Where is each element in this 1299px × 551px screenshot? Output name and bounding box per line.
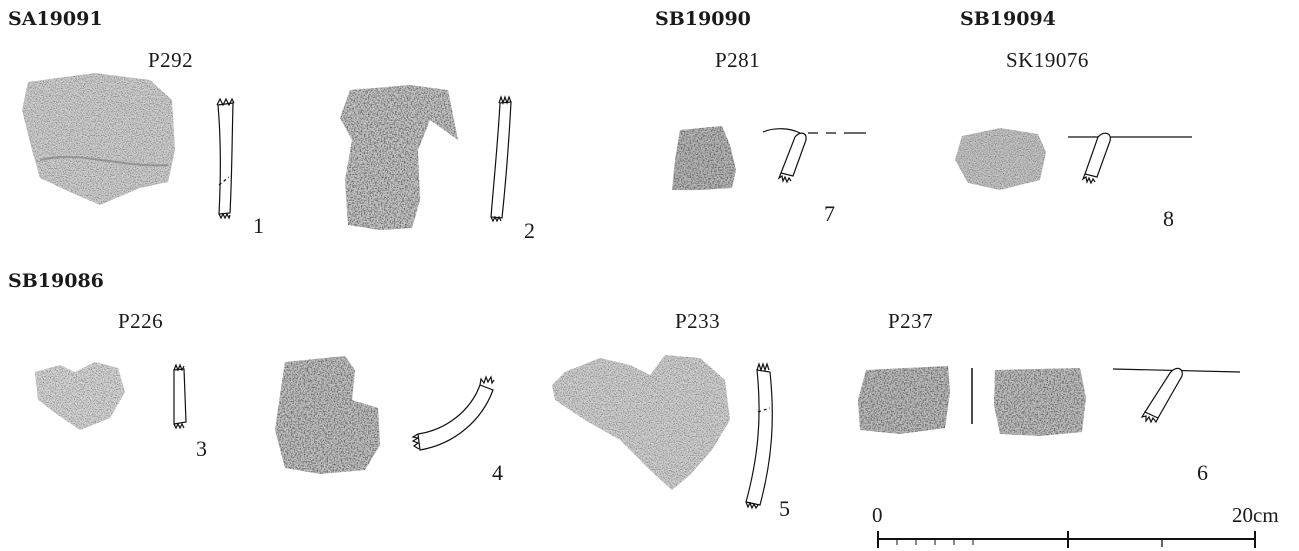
figure-number-1: 1 xyxy=(253,213,264,238)
sherd-profile-6 xyxy=(1112,367,1241,424)
figure-number-3: 3 xyxy=(196,436,207,461)
pit-label-p237: P237 xyxy=(888,309,934,333)
sherd-rubbing-4 xyxy=(275,356,380,474)
sherd-profile-7 xyxy=(762,128,866,184)
figure-number-2: 2 xyxy=(524,218,535,243)
sherd-rubbing-5 xyxy=(552,355,730,490)
sherd-profile-3 xyxy=(173,363,187,430)
feature-label-sb19094: SB19094 xyxy=(960,8,1056,30)
scale-start-label: 0 xyxy=(872,503,883,527)
scale-bar xyxy=(877,531,1256,548)
sherd-rubbing-8 xyxy=(955,128,1046,190)
feature-label-sa19091: SA19091 xyxy=(8,8,103,30)
figure-number-4: 4 xyxy=(492,460,503,485)
sherd-profile-4 xyxy=(411,375,495,451)
sherd-profile-1 xyxy=(216,97,235,220)
sherd-profile-8 xyxy=(1068,132,1192,185)
scale-end-label: 20cm xyxy=(1232,503,1279,527)
sherd-profile-5 xyxy=(745,362,773,510)
figure-number-5: 5 xyxy=(779,496,790,521)
feature-label-sb19090: SB19090 xyxy=(655,8,751,30)
sherd-rubbing-3 xyxy=(35,362,125,430)
sherd-rubbing-6-interior xyxy=(994,368,1086,436)
pit-label-p233: P233 xyxy=(675,309,721,333)
sherd-rubbing-2 xyxy=(340,85,458,230)
pit-label-p226: P226 xyxy=(118,309,164,333)
figure-number-6: 6 xyxy=(1197,460,1208,485)
figure-number-8: 8 xyxy=(1163,206,1174,231)
sherd-rubbing-1 xyxy=(22,73,175,205)
sherd-rubbing-7 xyxy=(672,126,736,190)
sherd-profile-2 xyxy=(490,95,512,223)
feature-label-sb19086: SB19086 xyxy=(8,270,104,292)
pit-label-p292: P292 xyxy=(148,48,194,72)
figure-number-7: 7 xyxy=(824,201,835,226)
pit-label-sk19076: SK19076 xyxy=(1006,48,1089,72)
pit-label-p281: P281 xyxy=(715,48,761,72)
sherd-rubbing-6-exterior xyxy=(858,366,950,434)
